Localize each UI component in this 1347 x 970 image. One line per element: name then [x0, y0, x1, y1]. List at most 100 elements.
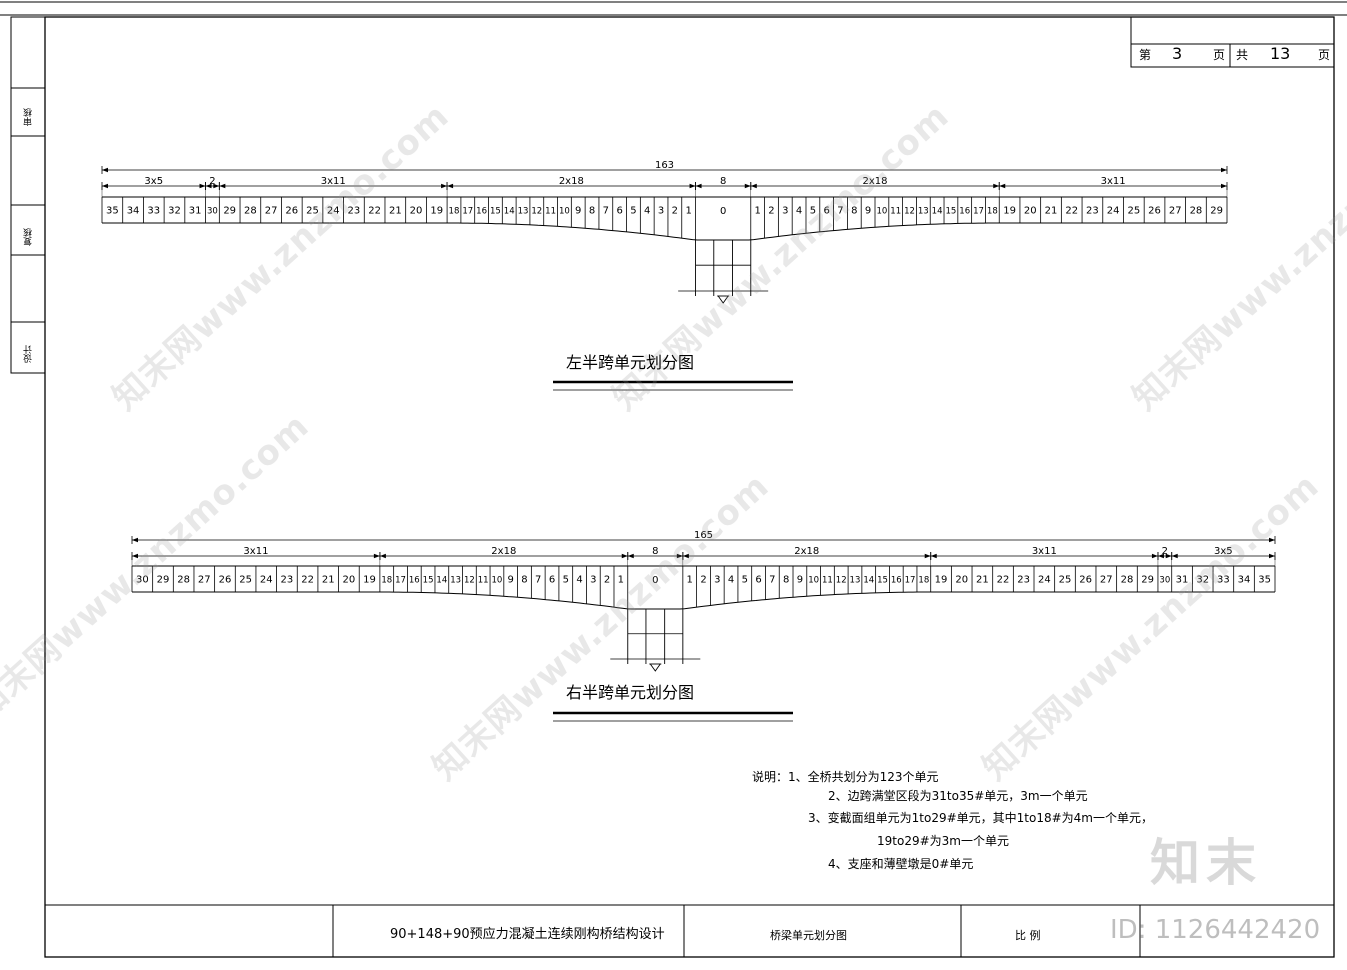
- dimension: 3x5: [101, 176, 206, 190]
- element-label: 24: [327, 206, 340, 217]
- page-number-box: [1130, 16, 1335, 68]
- element-label: 11: [890, 207, 901, 217]
- element-label: 17: [905, 576, 916, 586]
- element-label: 18: [449, 207, 460, 217]
- element-label: 0: [652, 575, 658, 586]
- element-label: 3: [714, 575, 720, 586]
- element-label: 24: [1107, 206, 1120, 217]
- element-label: 14: [436, 576, 447, 586]
- total-dimension: 163: [101, 160, 1228, 174]
- element-label: 5: [563, 575, 569, 586]
- element-label: 30: [1159, 576, 1170, 586]
- element-label: 13: [450, 576, 461, 586]
- element-label: 27: [1100, 575, 1113, 586]
- dimension-label: 2x18: [559, 176, 584, 187]
- element-label: 9: [575, 206, 581, 217]
- element-label: 22: [997, 575, 1010, 586]
- dimension: 2x18: [379, 546, 629, 560]
- element-label: 11: [478, 576, 489, 586]
- element-label: 7: [837, 206, 843, 217]
- dimension: 2x18: [446, 176, 696, 190]
- element-label: 28: [1121, 575, 1134, 586]
- element-label: 3: [658, 206, 664, 217]
- element-label: 13: [918, 207, 929, 217]
- element-label: 18: [987, 207, 998, 217]
- element-label: 6: [549, 575, 555, 586]
- dimension: 3x11: [218, 176, 448, 190]
- element-label: 27: [265, 206, 278, 217]
- element-label: 29: [1141, 575, 1154, 586]
- element-label: 9: [797, 575, 803, 586]
- element-label: 21: [322, 575, 335, 586]
- dimension-label: 2x18: [862, 176, 887, 187]
- element-label: 31: [189, 206, 202, 217]
- element-label: 29: [157, 575, 170, 586]
- dimension: 2: [205, 176, 220, 190]
- element-label: 12: [464, 576, 475, 586]
- element-label: 25: [239, 575, 252, 586]
- element-label: 25: [1059, 575, 1072, 586]
- element-label: 19: [935, 575, 948, 586]
- element-label: 23: [1017, 575, 1030, 586]
- element-label: 21: [1045, 206, 1058, 217]
- element-label: 20: [410, 206, 423, 217]
- element-label: 22: [301, 575, 314, 586]
- element-label: 6: [824, 206, 830, 217]
- element-label: 26: [1079, 575, 1092, 586]
- girder-bottom-curve: [102, 222, 1227, 241]
- element-label: 6: [755, 575, 761, 586]
- dimension: 8: [695, 176, 752, 190]
- title-underlines: [553, 380, 793, 722]
- element-label: 16: [959, 207, 970, 217]
- element-label: 28: [1190, 206, 1203, 217]
- element-label: 28: [177, 575, 190, 586]
- dimension-label: 2x18: [794, 546, 819, 557]
- element-label: 15: [877, 576, 888, 586]
- element-label: 29: [223, 206, 236, 217]
- element-label: 25: [1127, 206, 1140, 217]
- pier: [610, 609, 701, 672]
- element-label: 14: [504, 207, 515, 217]
- element-label: 23: [281, 575, 294, 586]
- element-label: 14: [863, 576, 874, 586]
- element-label: 33: [1217, 575, 1230, 586]
- element-label: 23: [348, 206, 361, 217]
- element-label: 6: [616, 206, 622, 217]
- element-label: 34: [1238, 575, 1251, 586]
- element-label: 2: [604, 575, 610, 586]
- dimension: 3x5: [1171, 546, 1276, 560]
- element-label: 8: [589, 206, 595, 217]
- element-label: 1: [685, 206, 691, 217]
- element-label: 16: [476, 207, 487, 217]
- dimension-label: 2: [1162, 546, 1168, 557]
- element-label: 35: [1258, 575, 1271, 586]
- element-label: 22: [1065, 206, 1078, 217]
- element-label: 2: [672, 206, 678, 217]
- signature-strip: [10, 16, 46, 374]
- element-label: 33: [147, 206, 160, 217]
- dimension: 3x11: [930, 546, 1159, 560]
- element-label: 8: [851, 206, 857, 217]
- element-label: 12: [904, 207, 915, 217]
- element-label: 1: [754, 206, 760, 217]
- element-label: 4: [728, 575, 734, 586]
- dimension-label: 8: [720, 176, 726, 187]
- element-label: 5: [810, 206, 816, 217]
- element-label: 2: [768, 206, 774, 217]
- element-label: 20: [343, 575, 356, 586]
- element-label: 4: [796, 206, 802, 217]
- element-label: 29: [1210, 206, 1223, 217]
- title-block: [45, 904, 1334, 957]
- element-label: 27: [1169, 206, 1182, 217]
- element-label: 17: [395, 576, 406, 586]
- element-label: 8: [783, 575, 789, 586]
- element-label: 26: [1148, 206, 1161, 217]
- element-label: 3: [590, 575, 596, 586]
- element-label: 19: [430, 206, 443, 217]
- element-label: 27: [198, 575, 211, 586]
- element-label: 21: [389, 206, 402, 217]
- dimension: 2x18: [750, 176, 1000, 190]
- element-label: 20: [1024, 206, 1037, 217]
